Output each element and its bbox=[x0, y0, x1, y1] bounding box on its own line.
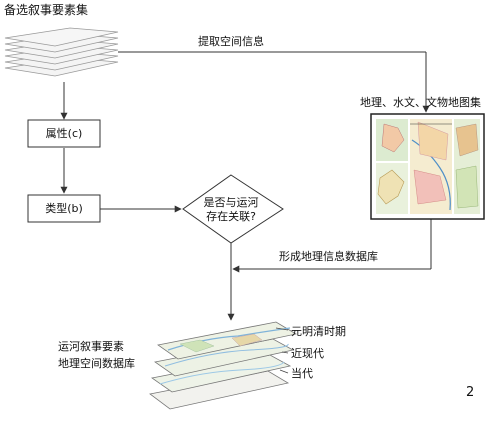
database-layers bbox=[149, 321, 298, 410]
source-sheet-stack bbox=[4, 27, 119, 77]
form-db-label: 形成地理信息数据库 bbox=[279, 250, 378, 263]
decision-line2: 存在关联? bbox=[206, 210, 256, 223]
db-label-line1: 运河叙事要素 bbox=[58, 340, 124, 353]
layer-label-modern: 近现代 bbox=[291, 347, 324, 360]
connectors bbox=[60, 51, 432, 321]
attribute-box bbox=[27, 119, 101, 148]
attribute-box-text: 属性(c) bbox=[45, 127, 83, 140]
map-atlas-image bbox=[370, 113, 485, 220]
decision-line1: 是否与运河 bbox=[203, 196, 259, 209]
extract-spatial-label: 提取空间信息 bbox=[198, 35, 264, 48]
layer-leaders bbox=[275, 327, 289, 374]
type-box-text: 类型(b) bbox=[45, 202, 83, 215]
layer-label-ming-qing: 元明清时期 bbox=[291, 325, 346, 338]
decision-diamond bbox=[182, 174, 284, 244]
source-set-label: 备选叙事要素集 bbox=[4, 3, 89, 17]
db-label-line2: 地理空间数据库 bbox=[58, 357, 135, 370]
page-number: 2 bbox=[466, 385, 475, 400]
maps-label: 地理、水文、文物地图集 bbox=[360, 96, 481, 109]
layer-label-contemporary: 当代 bbox=[291, 367, 313, 380]
type-box bbox=[27, 194, 101, 223]
